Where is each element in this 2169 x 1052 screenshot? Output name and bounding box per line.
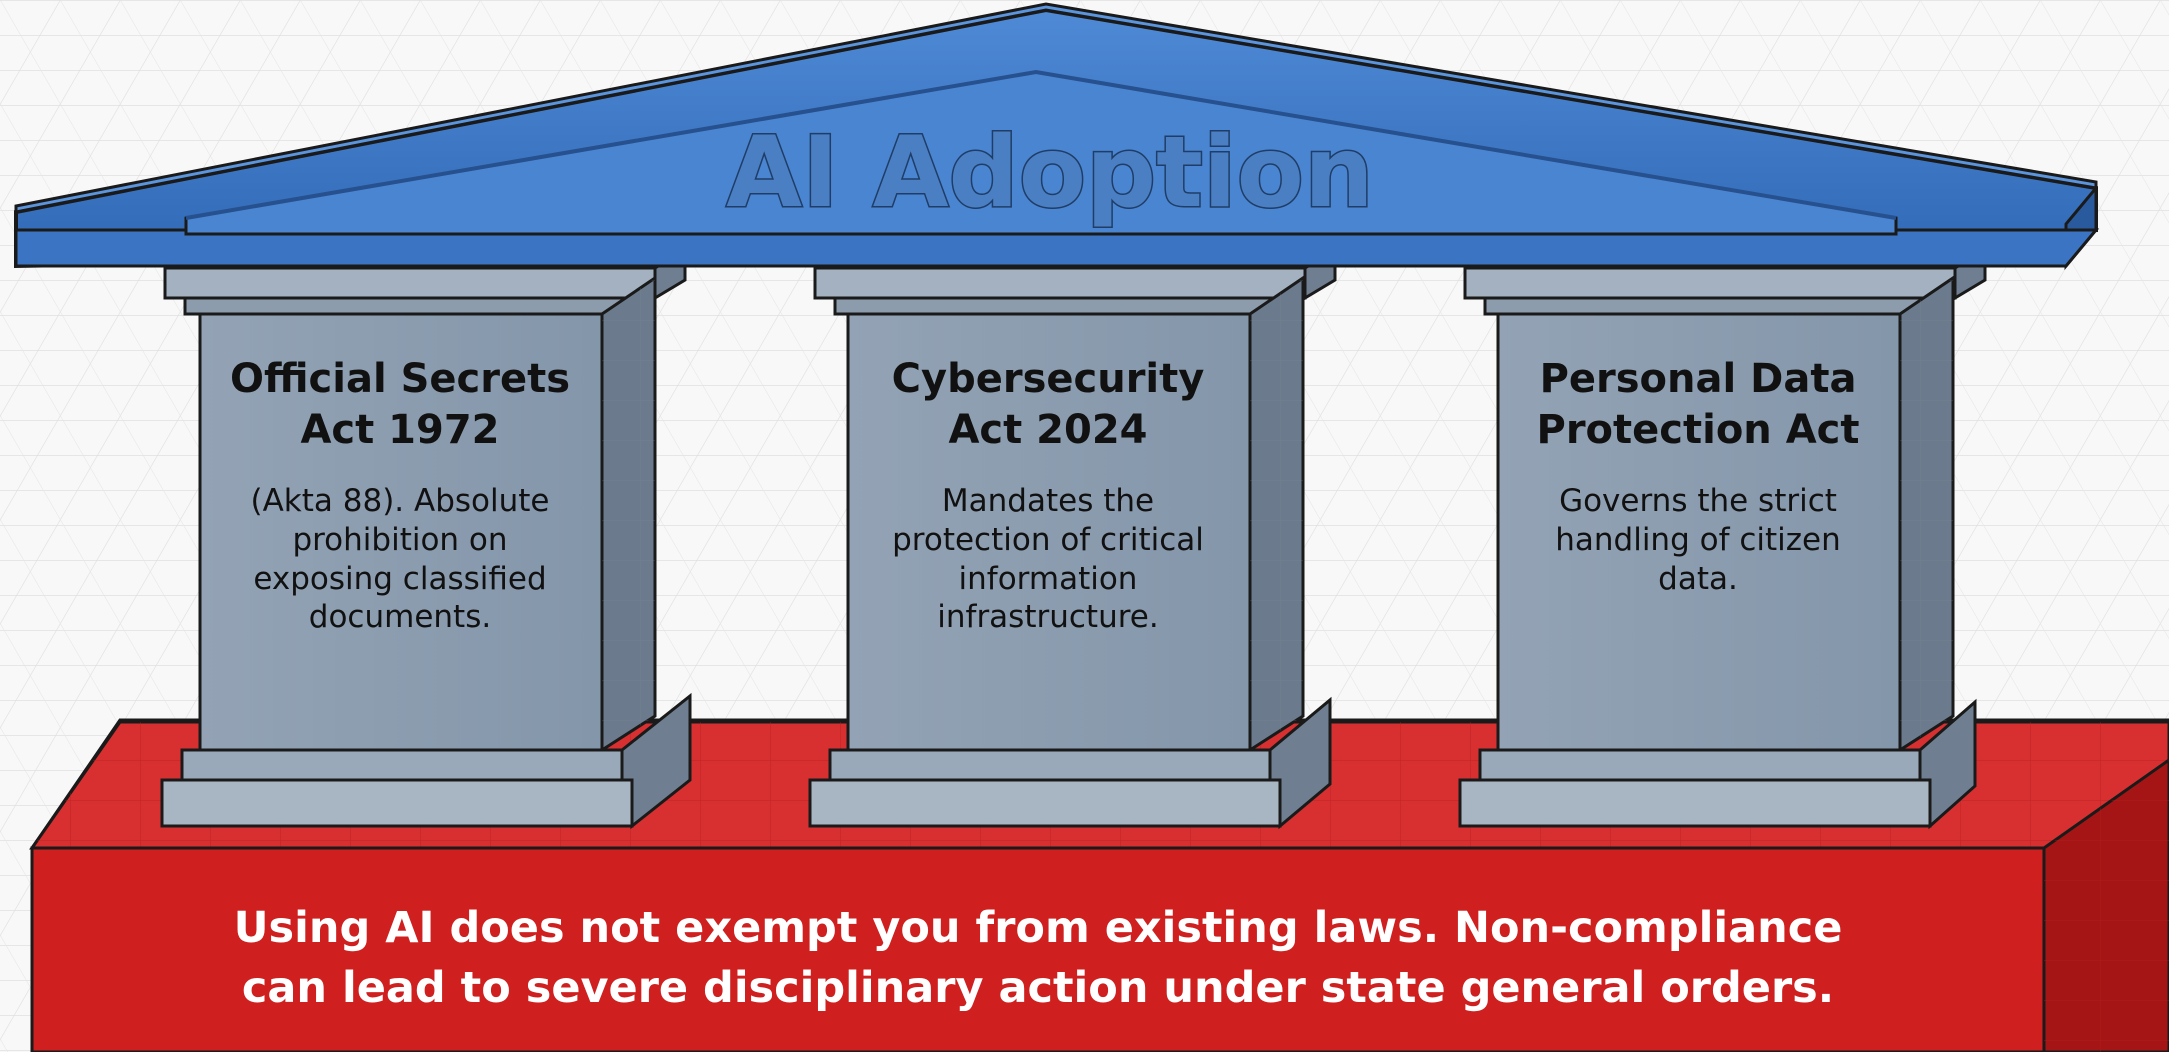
pillar-desc-line-2: protection of critical <box>892 522 1204 558</box>
pillar-desc-line-3: exposing classified <box>253 561 546 597</box>
pillar-title-line-1: Personal Data <box>1540 356 1857 402</box>
pillar-capital-band <box>183 296 637 316</box>
roof-title: AI Adoption <box>726 116 1373 230</box>
pillar-base-upper <box>180 748 624 782</box>
pillar-desc-line-4: documents. <box>309 599 491 635</box>
pillar-capital <box>1463 266 1957 300</box>
foundation-line-1: Using AI does not exempt you from existi… <box>234 903 1843 953</box>
roof-ridge <box>14 2 2098 214</box>
pillar-title-line-2: Act 2024 <box>948 407 1147 453</box>
pillar-desc-line-4: infrastructure. <box>937 599 1158 635</box>
pillar-base-upper <box>1478 748 1922 782</box>
pillar-shaft-side-grid <box>602 278 655 750</box>
pillar-shaft-side-grid <box>1900 278 1953 750</box>
pillar-shaft <box>1496 312 1902 752</box>
pillar-desc-line-3: information <box>959 561 1138 597</box>
pillar-capital <box>163 266 657 300</box>
pillar-official-secrets: Official Secrets Act 1972 (Akta 88). Abs… <box>160 247 692 830</box>
roof: AI Adoption <box>14 2 2100 271</box>
pillar-base-lower <box>808 778 1282 828</box>
pillar-capital-band <box>833 296 1287 316</box>
pillar-title-line-2: Protection Act <box>1537 407 1860 453</box>
pillar-base-upper <box>828 748 1272 782</box>
foundation-line-2: can lead to severe disciplinary action u… <box>242 963 1834 1013</box>
pillar-desc-line-1: (Akta 88). Absolute <box>251 483 550 519</box>
pillar-capital-band <box>1483 296 1937 316</box>
pillar-title-line-2: Act 1972 <box>300 407 499 453</box>
pillar-base-side <box>1918 698 1977 830</box>
foundation-side-grid <box>2044 760 2169 1052</box>
pillar-desc-line-2: prohibition on <box>292 522 507 558</box>
pillar-base-lower <box>160 778 634 828</box>
pillar-desc-line-1: Governs the strict <box>1559 483 1837 519</box>
pillar-cybersecurity: Cybersecurity Act 2024 Mandates the prot… <box>808 247 1337 830</box>
pillar-base-side <box>1268 696 1332 830</box>
pillar-capital <box>813 266 1307 300</box>
roof-bottom-band <box>14 228 2100 268</box>
pillar-base-side <box>620 692 692 830</box>
pillar-desc-line-3: data. <box>1658 561 1738 597</box>
pillar-desc-line-1: Mandates the <box>942 483 1154 519</box>
pillar-personal-data: Personal Data Protection Act Governs the… <box>1458 247 1987 830</box>
roof-tympanum-edge <box>185 69 1897 220</box>
pillar-base-lower <box>1458 778 1932 828</box>
pillar-title-line-1: Cybersecurity <box>892 356 1205 402</box>
foundation-front <box>30 846 2046 1052</box>
pillar-title-line-1: Official Secrets <box>230 356 570 402</box>
pillar-shaft <box>198 312 604 752</box>
pillar-desc-line-2: handling of citizen <box>1555 522 1841 558</box>
pillar-shaft-side-grid <box>1250 278 1303 750</box>
